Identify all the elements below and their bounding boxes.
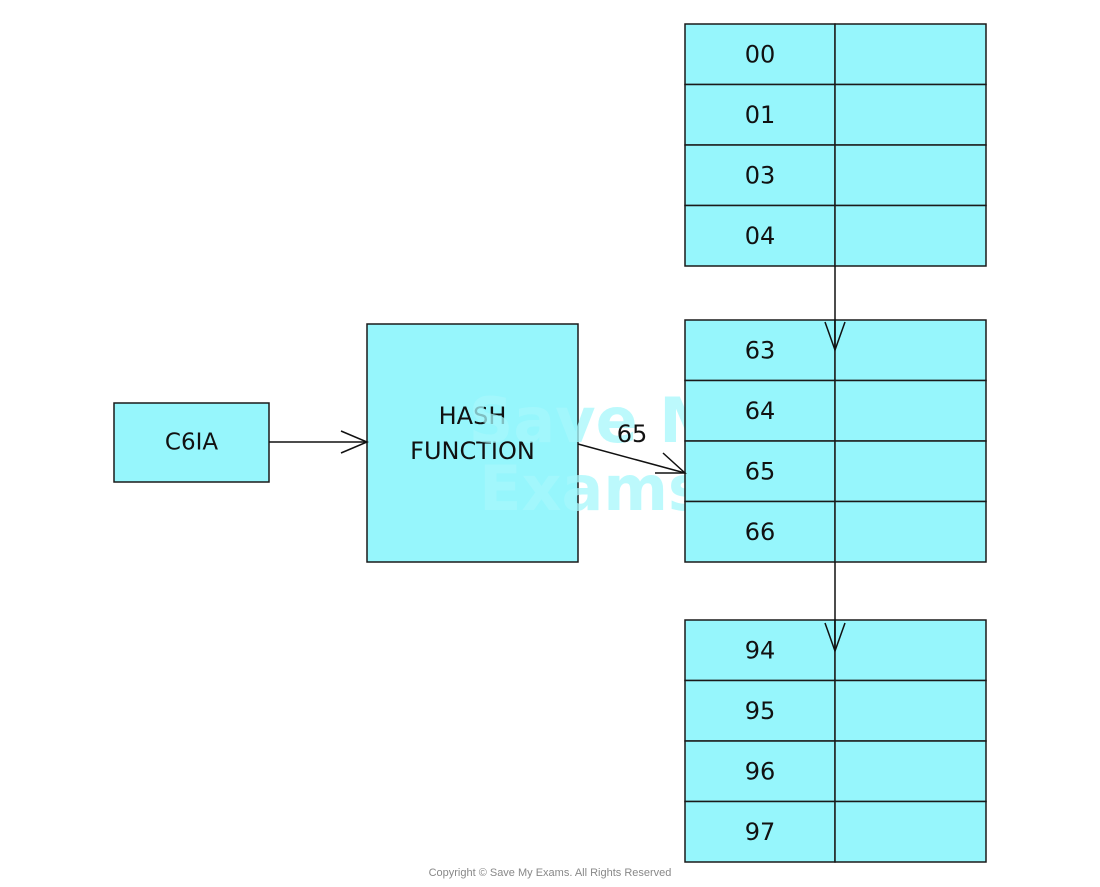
slot-index-label: 66 [745,518,776,546]
slot-value-cell [834,83,987,146]
hash-table: 00 01 03 04 63 64 65 66 94 95 96 97 [684,23,987,863]
arrow-block-top-to-middle [824,266,846,353]
slot-value-cell [834,144,987,207]
slot-index-cell [684,204,836,267]
hash-output-label: 65 [617,420,648,448]
hash-function-label-line2: FUNCTION [410,437,535,465]
slot-index-cell [684,619,836,682]
hash-function-box: HASH FUNCTION [366,323,579,563]
slot-index-label: 94 [745,636,776,664]
table-row: 01 [684,83,987,146]
slot-value-cell [834,204,987,267]
slot-index-label: 95 [745,697,776,725]
arrow-block-middle-to-bottom [824,562,846,654]
slot-index-label: 64 [745,397,776,425]
slot-value-cell [834,23,987,86]
table-row: 64 [684,379,987,442]
table-row: 95 [684,679,987,742]
table-row: 65 [684,440,987,503]
slot-index-label: 00 [745,40,776,68]
slot-value-cell [834,740,987,803]
arrow-hash-to-slot: 65 [577,420,687,474]
slot-index-cell [684,144,836,207]
slot-index-cell [684,800,836,863]
watermark-line2: Exams [479,452,705,525]
table-block-middle: 63 64 65 66 [684,319,987,563]
table-row: 03 [684,144,987,207]
slot-index-label: 03 [745,161,776,189]
slot-index-cell [684,500,836,563]
copyright-notice: Copyright © Save My Exams. All Rights Re… [428,867,672,879]
input-key-label: C6IA [165,430,218,456]
input-key-box: C6IA [113,402,270,483]
slot-value-cell [834,679,987,742]
table-row: 66 [684,500,987,563]
slot-index-cell [684,679,836,742]
table-row: 00 [684,23,987,86]
table-block-bottom: 94 95 96 97 [684,619,987,863]
table-block-top: 00 01 03 04 [684,23,987,267]
table-row: 94 [684,619,987,682]
slot-index-label: 96 [745,757,776,785]
slot-index-label: 97 [745,818,776,846]
table-row: 96 [684,740,987,803]
slot-index-cell [684,740,836,803]
arrow-key-to-hash [269,430,369,454]
slot-index-cell [684,379,836,442]
slot-index-label: 04 [745,222,776,250]
table-row: 97 [684,800,987,863]
slot-index-cell [684,319,836,382]
slot-index-label: 01 [745,101,776,129]
slot-index-label: 63 [745,336,776,364]
hash-function-label-line1: HASH [439,402,507,430]
table-row: 04 [684,204,987,267]
slot-value-cell [834,440,987,503]
slot-value-cell [834,379,987,442]
slot-index-label: 65 [745,457,776,485]
slot-index-cell [684,440,836,503]
slot-value-cell [834,319,987,382]
slot-value-cell [834,800,987,863]
slot-value-cell [834,619,987,682]
slot-value-cell [834,500,987,563]
